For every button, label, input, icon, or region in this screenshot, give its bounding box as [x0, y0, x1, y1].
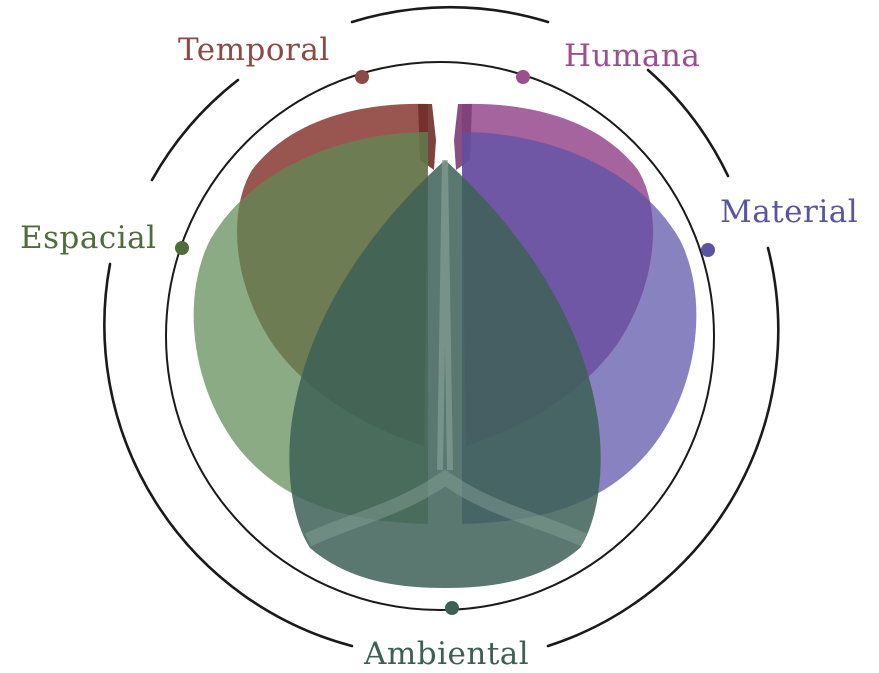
- dot-temporal: [355, 70, 369, 84]
- label-temporal: Temporal: [178, 32, 330, 68]
- petals: [194, 104, 697, 588]
- dot-humana: [516, 70, 530, 84]
- dot-espacial: [175, 241, 189, 255]
- label-humana: Humana: [564, 38, 700, 74]
- label-espacial: Espacial: [20, 220, 157, 256]
- dot-ambiental: [445, 601, 459, 615]
- dot-material: [701, 243, 715, 257]
- label-material: Material: [720, 194, 858, 230]
- label-ambiental: Ambiental: [363, 636, 529, 672]
